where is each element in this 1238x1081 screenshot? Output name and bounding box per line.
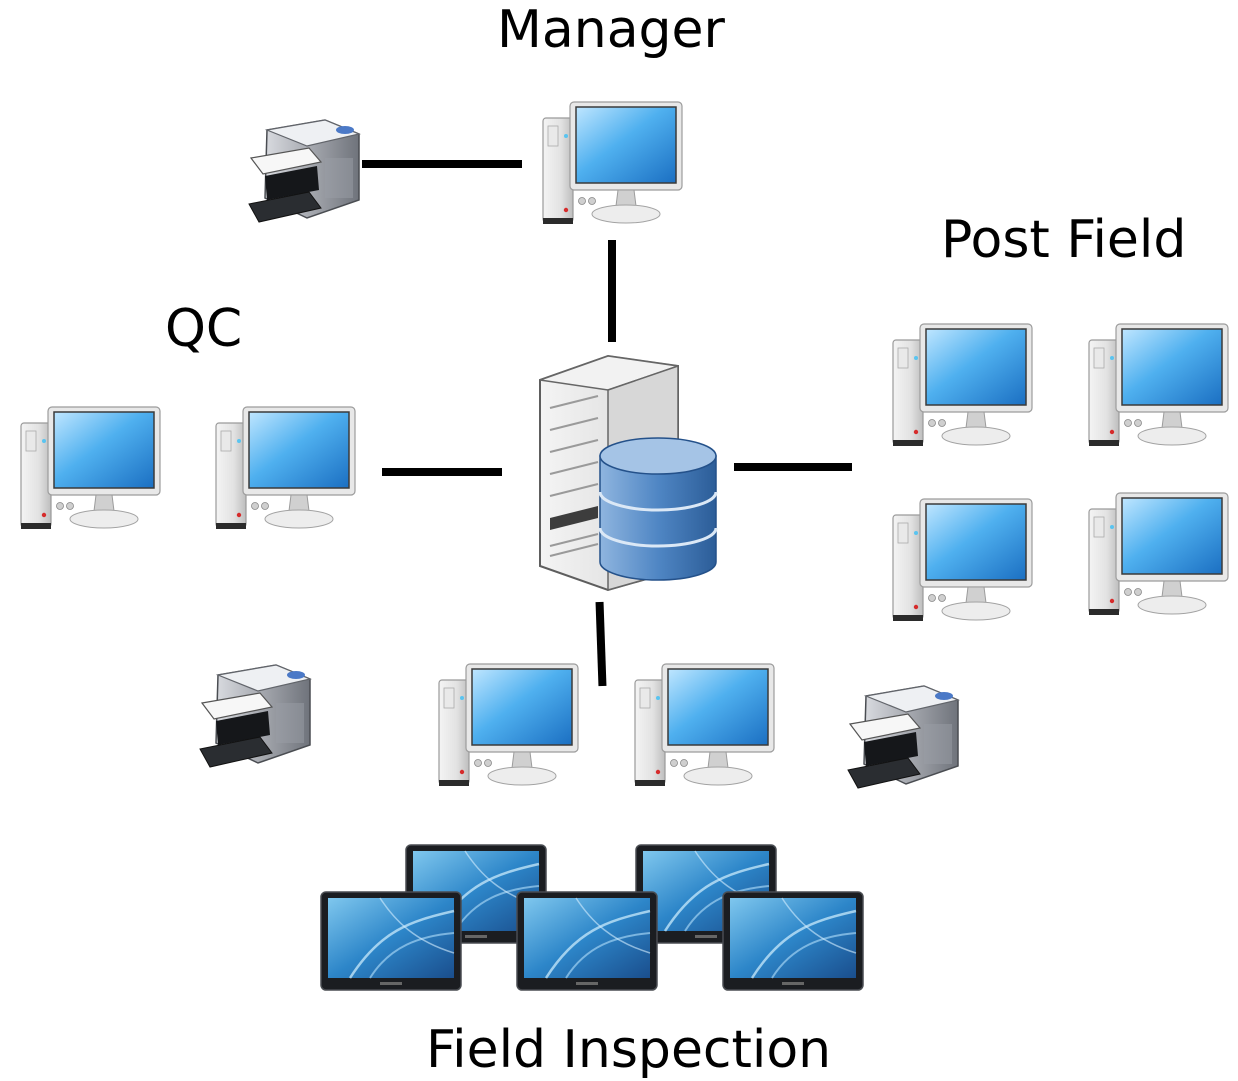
- link-manager-server: [608, 240, 616, 342]
- post-field-computer-icon: [890, 322, 1035, 452]
- field-computer-icon: [632, 662, 777, 792]
- qc-label: QC: [165, 299, 243, 359]
- link-server-postfield: [734, 463, 852, 471]
- manager-computer-icon: [540, 100, 685, 230]
- database-server-icon: [528, 350, 718, 592]
- tablet-icon: [320, 891, 462, 991]
- qc-computer-icon: [18, 405, 163, 535]
- post-field-computer-icon: [1086, 322, 1231, 452]
- link-qc-server: [382, 468, 502, 476]
- post-field-computer-icon: [890, 497, 1035, 627]
- link-printer-manager: [362, 160, 522, 168]
- post-field-label: Post Field: [941, 210, 1187, 270]
- field-printer-icon: [198, 645, 313, 775]
- manager-printer-icon: [247, 100, 362, 230]
- qc-computer-icon: [213, 405, 358, 535]
- link-server-field: [595, 601, 607, 687]
- field-computer-icon: [436, 662, 581, 792]
- tablet-icon: [722, 891, 864, 991]
- field-inspection-label: Field Inspection: [426, 1020, 832, 1080]
- tablet-icon: [516, 891, 658, 991]
- manager-label: Manager: [497, 0, 725, 60]
- post-field-computer-icon: [1086, 491, 1231, 621]
- field-printer-icon: [846, 666, 961, 796]
